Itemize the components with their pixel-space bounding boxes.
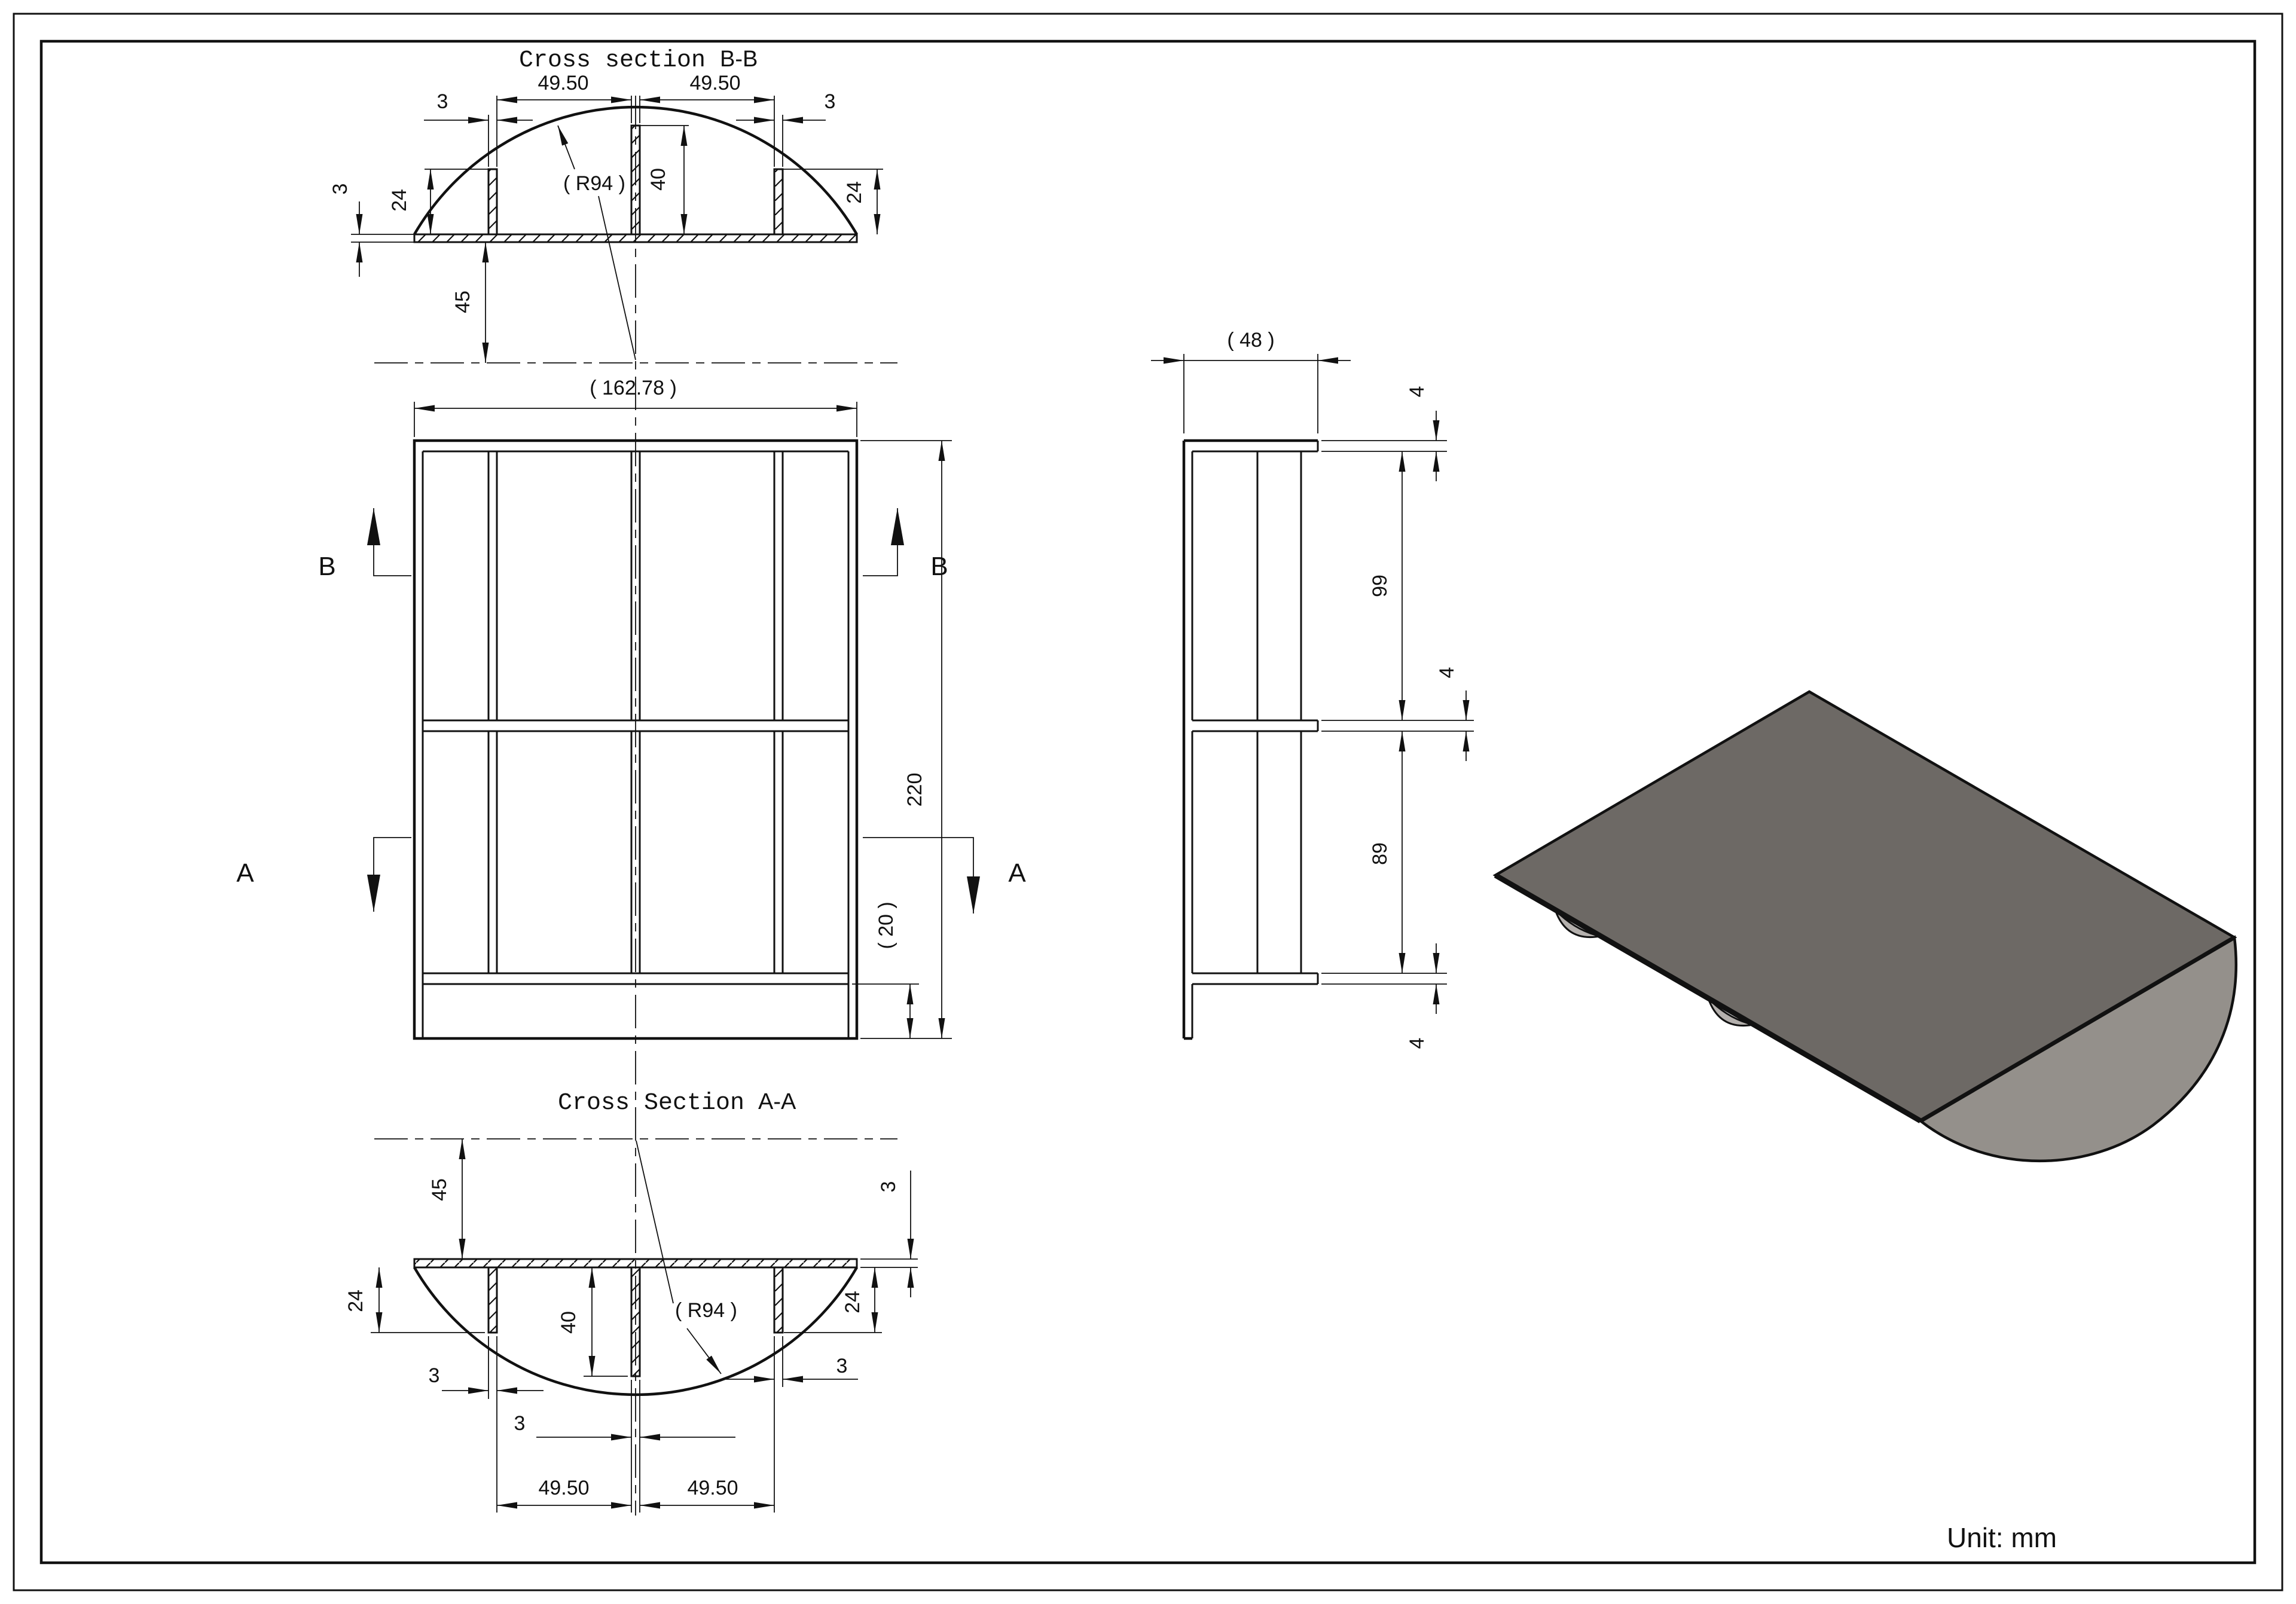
aa-plate (413, 1258, 858, 1269)
aa-dim-24-right: 24 (841, 1291, 864, 1313)
bb-radius-leader-center (598, 195, 636, 360)
bb-radius-label: ( R94 ) (563, 172, 625, 195)
section-b-label-left: B (318, 552, 335, 581)
side-dim-4bot: 4 (1406, 1038, 1428, 1049)
plan-margin-dim: ( 20 ) (875, 902, 897, 949)
side-outline (1182, 439, 1319, 1040)
aa-dim-ribt-left: 3 (429, 1364, 440, 1387)
aa-dim-ribt-right: 3 (836, 1355, 848, 1377)
side-extension-lines (1321, 440, 1474, 985)
inner-border (39, 39, 2257, 1565)
aa-dim-40: 40 (557, 1311, 580, 1334)
bb-left-rib (487, 168, 498, 236)
aa-right-rib (773, 1266, 784, 1334)
aa-dome-arc (413, 1266, 858, 1397)
section-marker-b: B B (318, 508, 948, 581)
bb-title-suffix: B-B (720, 47, 758, 72)
bb-title-prefix: Cross section (519, 47, 706, 74)
bb-dim-24-left: 24 (388, 189, 411, 212)
bb-dome-arc (413, 105, 858, 236)
cross-section-aa: Cross Section A-A 45 3 24 (344, 1089, 918, 1513)
bb-dim-ribt-left: 3 (437, 90, 448, 113)
section-a-label-left: A (236, 858, 254, 888)
side-depth-dim: ( 48 ) (1227, 329, 1274, 352)
bb-right-rib (773, 168, 784, 236)
bb-dim-platet: 3 (329, 184, 352, 195)
cross-section-bb: Cross section B-B 49.50 49.50 (329, 47, 883, 363)
aa-dim-platet: 3 (877, 1181, 900, 1193)
aa-dim-24-left: 24 (344, 1290, 367, 1312)
aa-radius-label: ( R94 ) (675, 1299, 737, 1322)
side-dim-4mid: 4 (1436, 667, 1458, 679)
iso-near-edge (1494, 873, 1922, 1123)
bb-extension-lines (351, 96, 883, 243)
outer-border (13, 13, 2283, 1591)
aa-dim-ribt-center: 3 (514, 1412, 526, 1435)
plan-outline (413, 439, 859, 1040)
aa-dim-45: 45 (428, 1178, 451, 1201)
bb-center-rib (630, 124, 641, 236)
plan-inner-lines (422, 450, 850, 1038)
bb-dim-40: 40 (647, 168, 670, 191)
unit-label: Unit: mm (1947, 1522, 2057, 1553)
bb-plate (413, 233, 858, 243)
aa-title-prefix: Cross Section (558, 1090, 744, 1117)
bb-dim-pitch-right: 49.50 (689, 72, 740, 94)
section-a-label-right: A (1008, 858, 1026, 888)
aa-radius-leader-arrow (686, 1328, 722, 1374)
iso-curved-end-face (1918, 935, 2237, 1163)
aa-dim-pitch-left: 49.50 (538, 1477, 589, 1499)
side-dim-89: 89 (1369, 842, 1391, 865)
section-marker-a: A A (236, 837, 1026, 913)
side-dim-99: 99 (1369, 575, 1391, 597)
iso-end-edge (1919, 935, 2236, 1123)
side-dim-4top: 4 (1406, 386, 1428, 398)
aa-dim-pitch-right: 49.50 (687, 1477, 738, 1499)
bb-dim-pitch-left: 49.50 (538, 72, 588, 94)
plan-width-dim: ( 162.78 ) (590, 377, 677, 399)
aa-extension-lines (371, 1258, 918, 1513)
bb-dim-24-right: 24 (843, 181, 866, 204)
bb-radius-leader-arrow (557, 125, 575, 170)
plan-view: ( 162.78 ) 220 ( 20 ) B B A A (236, 377, 1026, 1040)
isometric-view (1492, 690, 2237, 1163)
plan-length-dim: 220 (903, 773, 926, 807)
side-view: ( 48 ) 4 99 4 89 4 (1151, 329, 1474, 1049)
bb-dim-45: 45 (451, 291, 474, 313)
aa-center-rib (630, 1266, 641, 1377)
aa-left-rib (487, 1266, 498, 1334)
bb-dim-ribt-right: 3 (825, 90, 836, 113)
section-b-label-right: B (930, 552, 948, 581)
aa-radius-leader-center (636, 1140, 674, 1304)
aa-title-suffix: A-A (758, 1089, 796, 1114)
